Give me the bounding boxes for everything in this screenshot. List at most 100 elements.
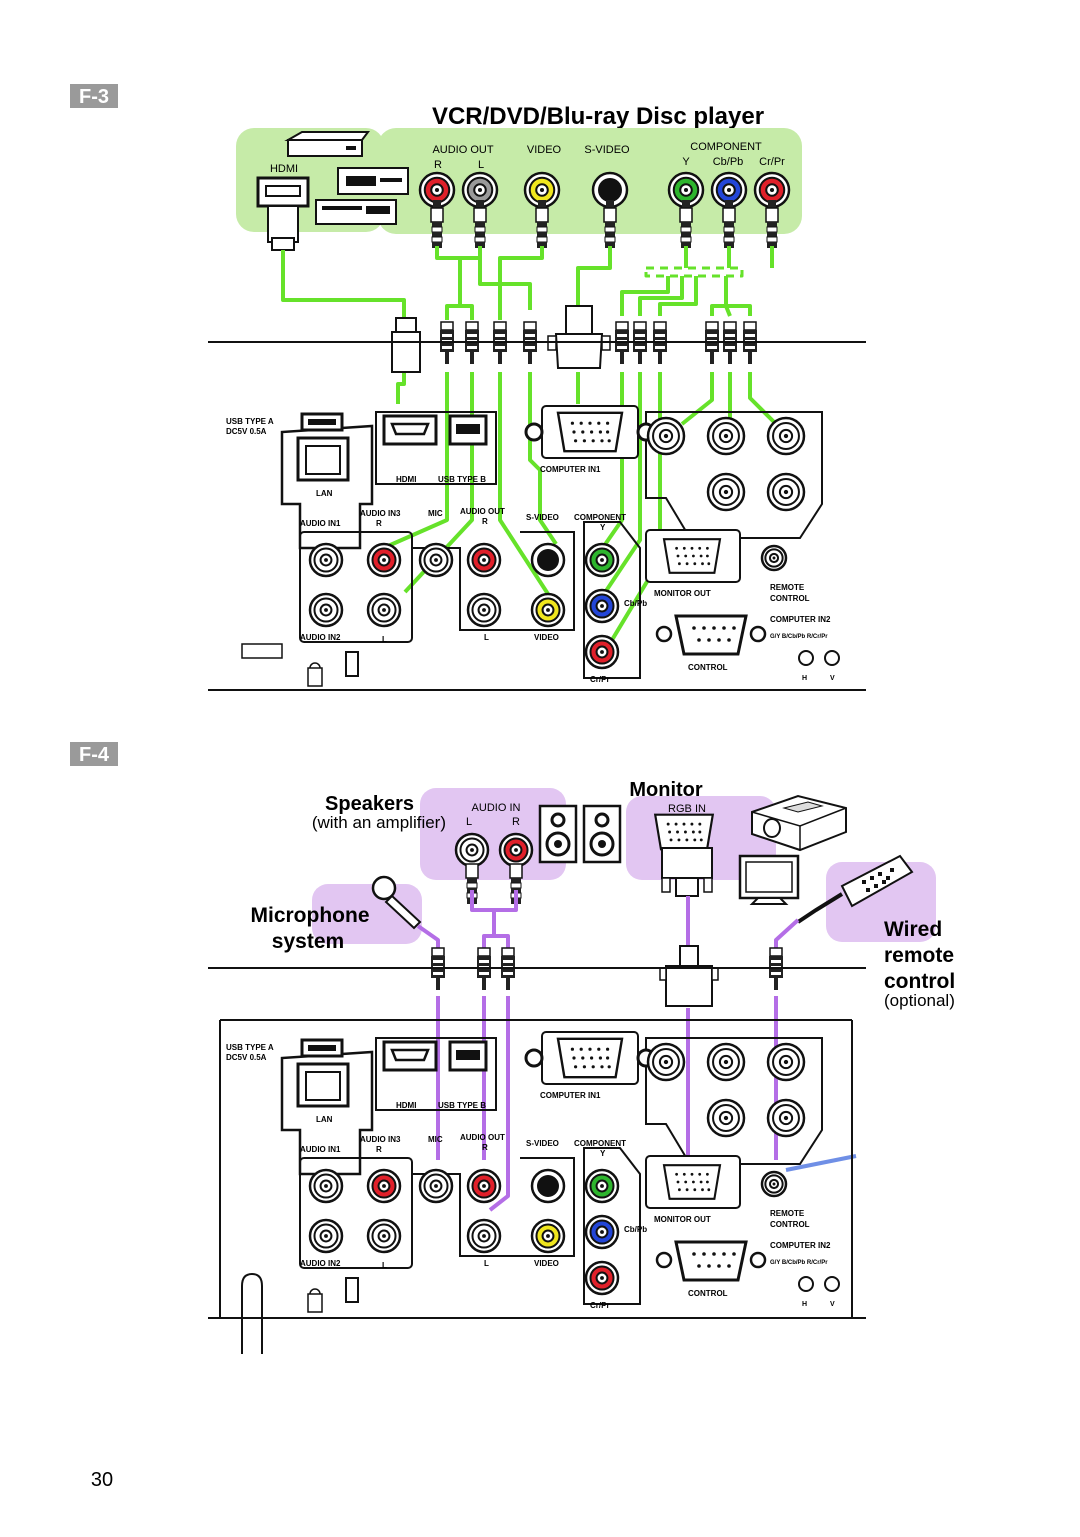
rca-plug [603,207,617,249]
panel-label-usb-type-a: USB TYPE A [226,1043,274,1052]
f3-tag: F-3 [79,86,109,108]
monitor-icon [738,854,800,905]
speaker-audio-in-r-jack [498,832,534,868]
f3-vga-plug [547,305,611,369]
f3-component-label: COMPONENT [690,141,762,153]
audio-in2-l-jack [308,592,344,628]
mic-jack [418,1168,454,1204]
panel-label-v: V [830,1301,835,1308]
panel-label-audio-in1: AUDIO IN1 [300,1145,341,1154]
microphone-label: Microphone [251,904,370,927]
vga-port [556,1037,624,1079]
panel-label-in2-sub: G/Y B/Cb/Pb R/Cr/Pr [770,634,828,640]
audio-in1-r-jack [366,542,402,578]
audio-in-label: AUDIO IN [472,802,521,814]
panel-label-monitor-out: MONITOR OUT [654,589,711,598]
panel-label-monitor-out: MONITOR OUT [654,1215,711,1224]
f3-title: VCR/DVD/Blu-ray Disc player [432,103,764,130]
component-cb-jack [584,1214,620,1250]
panel-label-remote: REMOTE [770,583,805,592]
f3-comp-cb-jack [710,171,748,209]
rca-plug [722,207,736,249]
rca-plug [473,207,487,249]
figure-f4: F-4 Speakers (with an amplifier) AUDIO I… [70,742,955,1212]
panel-label-in2-sub: G/Y B/Cb/Pb R/Cr/Pr [770,1260,828,1266]
dvd-player-icon [315,199,397,225]
audio-in3-r-jack [466,542,502,578]
panel-label-lan: LAN [316,1115,333,1124]
computer-in1-port [524,405,656,459]
rca-plug [430,207,444,249]
wired-remote-icon [796,854,914,924]
s-video-in-port [530,542,566,578]
blu-ray-player-icon [284,131,370,157]
projector-icon [751,794,847,852]
panel-label-usb-power: DC5V 0.5A [226,1053,267,1062]
panel-label-audio-in2: AUDIO IN2 [300,1259,341,1268]
audio-in-l-label: L [466,816,472,828]
panel-label-s-video: S-VIDEO [526,513,559,522]
rgb-in-label: RGB IN [668,803,706,815]
component-y-jack [584,1168,620,1204]
remote-control-jack [760,544,788,572]
panel-label-hdmi: HDMI [396,475,416,484]
f3-s-video-cable [576,246,612,306]
usb-type-b-port [448,414,488,446]
audio-in3-r-jack [466,1168,502,1204]
control-port [655,1240,767,1282]
panel-label-r: R [482,517,488,526]
vga-port [556,411,624,453]
microphone-icon [371,875,422,930]
audio-in2-r-jack [366,1218,402,1254]
panel-label-usb-type-b: USB TYPE B [438,1101,486,1110]
panel-label-video: VIDEO [534,1259,559,1268]
f3-hdmi-cable [281,250,406,320]
lan-port [296,1062,350,1108]
video-in-jack [530,592,566,628]
audio-in1-l-jack [308,1168,344,1204]
panel-label-l: L [382,635,387,644]
panel-label-y: Y [600,523,606,532]
microphone-system-label: system [272,930,344,953]
hdmi-port [382,1040,438,1072]
speaker-audio-in-l-jack [454,832,490,868]
lan-port [296,436,350,482]
usb-type-b-port [448,1040,488,1072]
f3-video-cable [498,246,544,320]
panel-label-r: R [376,1145,382,1154]
panel-label-h: H [802,1301,807,1308]
remote-control-jack [760,1170,788,1198]
computer-in2-jack [706,1042,746,1082]
panel-label-computer-in2: COMPUTER IN2 [770,615,831,624]
component-cr-jack [584,1260,620,1296]
monitor-out-port [645,529,741,583]
panel-label-computer-in2: COMPUTER IN2 [770,1241,831,1250]
video-in-jack [530,1218,566,1254]
f3-audio-out-label: AUDIO OUT [432,144,493,156]
panel-label-usb-type-b: USB TYPE B [438,475,486,484]
panel-label-computer-in1: COMPUTER IN1 [540,465,601,474]
panel-label-audio-out: AUDIO OUT [460,507,505,516]
f3-audio-l-cable [478,258,532,310]
computer-in2-jack [766,416,806,456]
computer-in1-port [524,1031,656,1085]
speakers-note: (with an amplifier) [312,813,446,832]
audio-in3-l-jack [466,592,502,628]
f3-audio-r-label: R [434,159,442,171]
f3-source-jacks [418,171,791,249]
optional-label: (optional) [884,991,955,1010]
rca-plug [679,207,693,249]
panel-label-audio-in2: AUDIO IN2 [300,633,341,642]
panel-label-cr-pr: Cr/Pr [590,1301,610,1310]
speaker-audio-in-jacks [454,832,534,905]
f3-audio-out-r-jack [418,171,456,209]
panel-label-video: VIDEO [534,633,559,642]
panel-label-control: CONTROL [688,663,728,672]
panel-label-r: R [482,1143,488,1152]
monitor-out-port [645,1155,741,1209]
panel-label-control-word: CONTROL [770,594,810,603]
speakers-label: Speakers [325,793,414,815]
vga-port [662,538,722,574]
